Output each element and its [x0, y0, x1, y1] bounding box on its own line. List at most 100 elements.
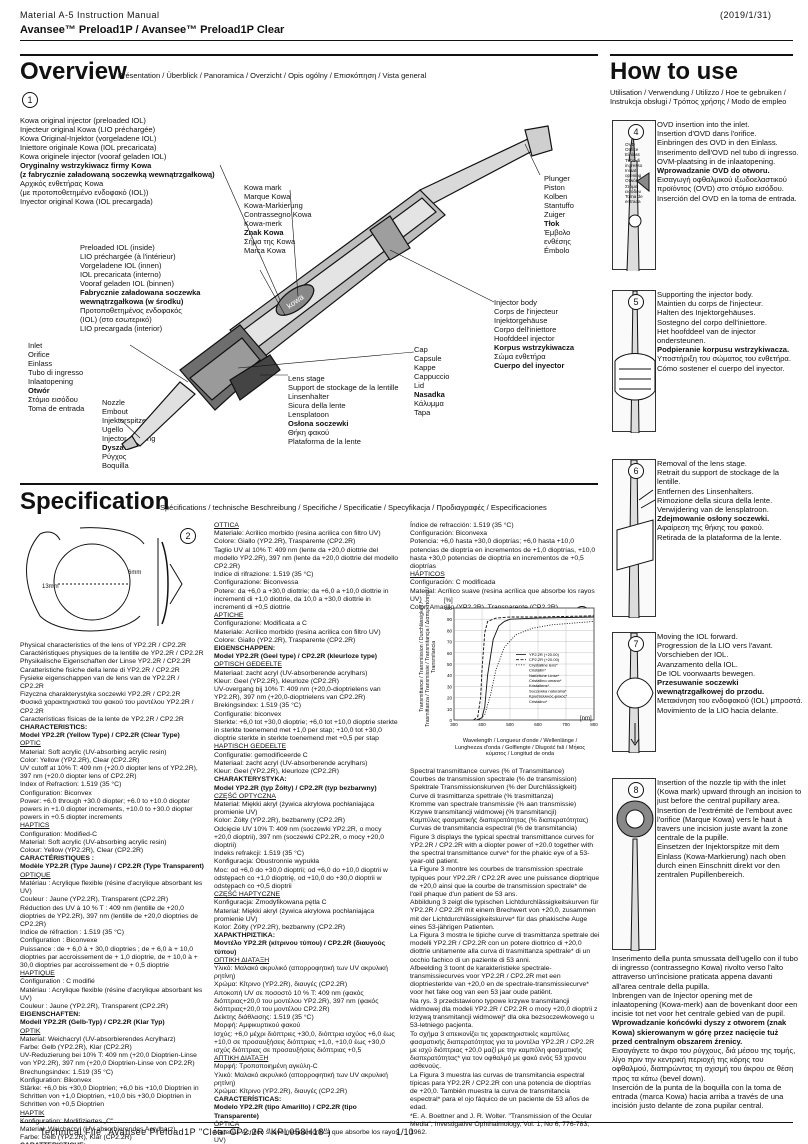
spec-line: Ισχύς: +6,0 μέχρι διόπτριες +30,0, διόπτ… [214, 1030, 395, 1054]
spec-line: La Figure 3 montre les courbes de transm… [410, 866, 600, 899]
step-6-number: 6 [628, 463, 644, 479]
spec-line: Brechungsindex: 1.519 (35 °C) [20, 1068, 114, 1076]
label-line: Kolben [544, 192, 568, 201]
spec-line: Farbe: Gelb (YP2.2R), Klar (CP2.2R) [20, 1134, 132, 1142]
spec-section: CZĘŚĆ OPTYCZNA [214, 792, 276, 800]
spec-line: Configuratie: gemodificeerde C [214, 751, 308, 759]
label-line: Sicura della lente [288, 401, 346, 410]
spec-line: Couleur : Jaune (YP2.2R), Transparent (C… [20, 1002, 169, 1010]
spec-line: Configuration : Biconvexe [20, 937, 98, 945]
label-line: Tubo di ingresso [28, 368, 84, 377]
spec-line: Μορφή: Αμφικυρτικού φακού [214, 1022, 301, 1030]
label-line: Émbolo [544, 246, 570, 255]
step-line: Wprowadzanie końcówki dyszy z otworem (z… [612, 1018, 787, 1046]
spec-line: Afbeelding 3 toont de karakteristieke sp… [410, 964, 589, 997]
label-line: Στόμιο [625, 183, 639, 189]
spec-line: Configuration : C modifié [20, 978, 95, 986]
step-6-text: Removal of the lens stage.Retrait du sup… [657, 459, 803, 542]
spec-section: ΟΠΤΙΚΗ ΔΙΑΤΑΞΗ [214, 956, 270, 964]
chart-ytick-label: 20 [447, 696, 453, 701]
step-line: Insertion d'OVD dans l'orifice. [657, 129, 757, 139]
spec-line: Kleur: Geel (YP2.2R), kleurloze (CP2.2R) [214, 677, 340, 685]
spec-line: Farbe: Gelb (YP2.2R), Klar (CP2.2R) [20, 1043, 132, 1051]
label-line: Lens stage [288, 374, 325, 383]
chart-legend-entry: Κρυσταλλικός φακός* [529, 694, 568, 699]
label-line: Injektorgehäuse [494, 316, 548, 325]
step-line: Sostegno del corpo dell'iniettore. [657, 317, 767, 327]
spec-section: OPTIC [20, 740, 41, 748]
step-line: Entfernen des Linsenhalters. [657, 486, 754, 496]
chart-xtick-label: 700 [562, 722, 570, 727]
label-line: Cuerpo del inyector [494, 361, 565, 370]
spec-heading: CARACTÉRISTIQUES : [20, 855, 95, 863]
spec-line: Características físicas de la lente de Y… [20, 715, 184, 723]
chart-ytick-label: 60 [447, 651, 453, 656]
label-line: Kappe [414, 363, 436, 372]
spec-line: Υλικό: Μαλακό ακρυλικό (απορροφητική των… [214, 964, 388, 981]
chart-ytick-label: 70 [447, 640, 453, 645]
step-7-number: 7 [628, 636, 644, 652]
step-line: Maintien du corps de l'injecteur. [657, 299, 764, 309]
spec-line: Krzywe transmitancji widmowej (% transmi… [410, 809, 557, 817]
step-line: Przesuwanie soczewki wewnątrzgałkowej do… [657, 678, 765, 697]
spec-line: Configurazione: Biconvessa [214, 579, 299, 587]
spec-line: Color: Amarillo (YP2.2R), Transparente (… [410, 604, 559, 612]
label-line: Vorgeladene IOL (innen) [80, 261, 162, 270]
label-line: Στόμιο εισόδου [28, 395, 78, 404]
step-line: Moving the IOL forward. [657, 632, 738, 641]
label-line: ενθέσης [544, 237, 572, 246]
spec-line: Puissance : de + 6,0 à + 30,0 dioptries … [20, 945, 198, 969]
spec-line: Indeks refrakcji: 1.519 (35 °C) [214, 850, 304, 858]
label-line: Boquilla [102, 461, 129, 470]
label-line: Einlass [28, 359, 53, 368]
chart-ytick-label: 0 [449, 718, 452, 723]
label-line: Oryginalny wstrzykiwacz firmy Kowa [20, 161, 152, 170]
step-line: Einsetzen der Injektorspitze mit dem Ein… [657, 842, 786, 880]
step-line: Halten des Injektorgehäuses. [657, 308, 756, 318]
spec-line: Kolor: Żółty (YP2.2R), bezbarwny (CP2.2R… [214, 923, 346, 931]
spec-section: OPTISCH GEDEELTE [214, 661, 282, 669]
label-line: Kowa-Markierung [244, 201, 303, 210]
spec-column-3-top: Índice de refracción: 1.519 (35 °C)Confi… [410, 522, 600, 612]
step-line: Verwijdering van de lensplatroon. [657, 505, 769, 515]
footer-doc: Technical File "Avansee Preload1P "Clear… [40, 1127, 332, 1137]
step-line: OVM-plaatsing in de inlaatopening. [657, 156, 776, 166]
label-line: Ugello [102, 425, 124, 434]
label-line: Inlaat- [625, 168, 638, 174]
chart-ytick-label: 50 [447, 662, 453, 667]
label-line: OVD [625, 142, 635, 147]
howto-title: How to use [610, 58, 739, 85]
label-line: Cap [414, 345, 428, 354]
label-line: Tapa [414, 408, 431, 417]
step-line: Inserción del OVD en la toma de entrada. [657, 193, 797, 203]
spec-heading: Modell YP2.2R (Gelb-Typ) / CP2.2R (Klar … [20, 1019, 165, 1027]
chart-legend-entry: Soczewka naturalna* [529, 688, 567, 693]
spec-section: ÓPTICA [214, 1120, 240, 1128]
chart-ytick-label: 30 [447, 684, 453, 689]
spec-heading: CHARACTERISTICS: [20, 724, 88, 732]
spec-line: Spectral transmittance curves (% of Tran… [410, 768, 565, 775]
label-line: Ρύγχος [102, 452, 127, 461]
label-line: Plunger [544, 174, 570, 183]
spec-section: CZĘŚĆ HAPTYCZNE [214, 891, 281, 899]
label-line: Otwór [625, 178, 638, 184]
chart-legend-entry: Cristalino* [529, 699, 548, 704]
spec-line: Material: Weichacryl (UV-absorbierendes … [20, 1035, 176, 1043]
chart-xtick-label: 600 [534, 722, 542, 727]
spec-heading: Modèle YP2.2R (Type Jaune) / CP2.2R (Typ… [20, 863, 204, 871]
chart-legend-entry: Crystalline lens* [529, 662, 558, 667]
spec-line: Spektrale Transmissionskurven (% der Dur… [410, 784, 577, 792]
product-title: Avansee™ Preload1P / Avansee™ Preload1P … [20, 24, 285, 36]
spec-rule [20, 483, 598, 485]
chart-series-line [473, 615, 595, 721]
spec-line: Na rys. 3 przedstawiono typowe krzywe tr… [410, 997, 598, 1030]
chart-xtick-label: 300 [450, 722, 458, 727]
spec-line: Configuration: Biconvex [20, 789, 92, 797]
label-line: Tubo di [625, 157, 641, 163]
spec-line: Índice de refracción: 1.519 (35 °C) [410, 522, 514, 529]
